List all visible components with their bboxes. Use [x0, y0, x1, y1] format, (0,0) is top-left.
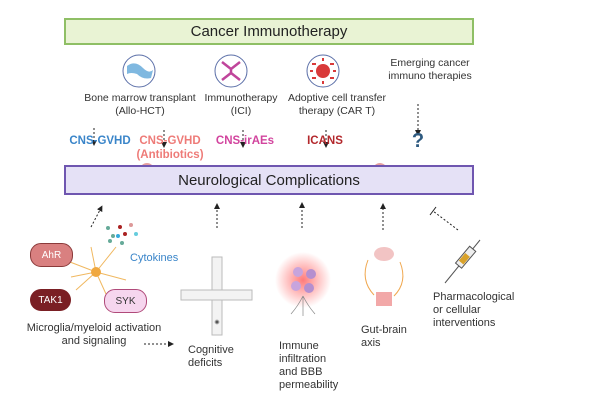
therapy-label: Bone marrow transplant(Allo-HCT): [84, 92, 196, 117]
outcome-cns-iraes: CNS-irAEs: [215, 135, 275, 147]
banner-title: Cancer Immunotherapy: [190, 23, 348, 40]
car-t-cell-icon: [306, 54, 340, 88]
syringe-icon: [444, 239, 481, 284]
gut-brain-icon: [364, 247, 404, 306]
ahr-pill: AhR: [30, 243, 73, 267]
maze-icon: [180, 256, 253, 336]
cytokines-label: Cytokines: [130, 252, 179, 264]
outcome-cns-gvhd-antibiotics: CNS-GVHD(Antibiotics): [136, 135, 204, 161]
outcome-cns-gvhd: CNS-GVHD: [69, 135, 131, 147]
immune-cells-icon: [275, 252, 331, 316]
antibody-icon: [214, 54, 248, 88]
inhibition-line: [429, 206, 459, 231]
neurological-complications-banner: Neurological Complications: [64, 165, 474, 195]
outcome-icans: ICANS: [307, 135, 343, 147]
cytokines-icon: [106, 223, 138, 245]
banner-title: Neurological Complications: [178, 171, 360, 189]
microglia-icon: [69, 246, 127, 295]
arrows: [90, 104, 421, 347]
syk-pill: SYK: [104, 289, 147, 313]
bone-marrow-icon: [122, 54, 156, 88]
tak1-pill: TAK1: [30, 289, 71, 311]
outcome-unknown: ?: [411, 130, 425, 152]
therapy-label: Immunotherapy(ICI): [204, 92, 278, 117]
cancer-immunotherapy-banner: Cancer Immunotherapy: [64, 18, 474, 45]
